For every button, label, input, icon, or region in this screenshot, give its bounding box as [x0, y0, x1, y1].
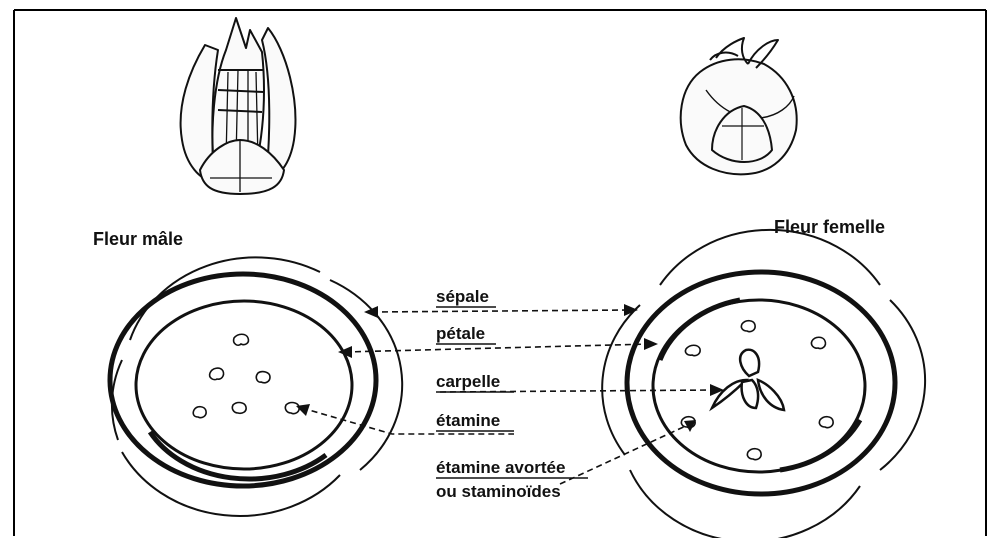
stamen-mark — [256, 372, 270, 383]
staminode-mark — [819, 417, 833, 428]
male-floral-diagram — [110, 257, 402, 516]
female-flower-illustration — [681, 38, 797, 174]
female-floral-diagram — [602, 230, 925, 538]
caption-male-flower: Fleur mâle — [93, 229, 183, 249]
label-carpel: carpelle — [436, 372, 500, 391]
staminode-mark — [811, 337, 825, 348]
female-sepal-arc — [880, 300, 925, 470]
male-petal-ring — [136, 301, 352, 469]
carpel-mark — [742, 380, 758, 408]
female-carpels — [712, 350, 784, 410]
female-petal-arc — [780, 420, 860, 470]
staminode-mark — [685, 345, 700, 355]
label-sepal: sépale — [436, 287, 489, 306]
female-sepal-arc — [660, 230, 880, 285]
stamen-mark — [234, 334, 249, 345]
caption-female-flower: Fleur femelle — [774, 217, 885, 237]
label-aborted-stamen-line2: ou staminoïdes — [436, 482, 561, 501]
labels: sépale pétale carpelle étamine étamine a… — [436, 287, 588, 501]
stamen-mark — [285, 403, 299, 414]
leader-aborted-stamen — [560, 424, 690, 484]
label-petal: pétale — [436, 324, 485, 343]
label-stamen: étamine — [436, 411, 500, 430]
male-flower-illustration — [181, 18, 296, 194]
stamen-mark — [193, 407, 206, 418]
leader-petal — [345, 344, 650, 352]
stamen-mark — [210, 368, 224, 380]
staminode-mark — [741, 321, 755, 332]
arrow-petal-right — [644, 338, 658, 350]
staminode-mark — [747, 449, 761, 460]
male-sepal-ring — [110, 274, 376, 486]
leader-sepal — [372, 310, 630, 312]
carpel-mark — [740, 350, 759, 376]
female-sepal-arc — [602, 305, 640, 455]
stamen-mark — [232, 403, 246, 414]
label-aborted-stamen-line1: étamine avortée — [436, 458, 565, 477]
carpel-mark — [758, 380, 784, 410]
male-stamens — [193, 334, 299, 417]
